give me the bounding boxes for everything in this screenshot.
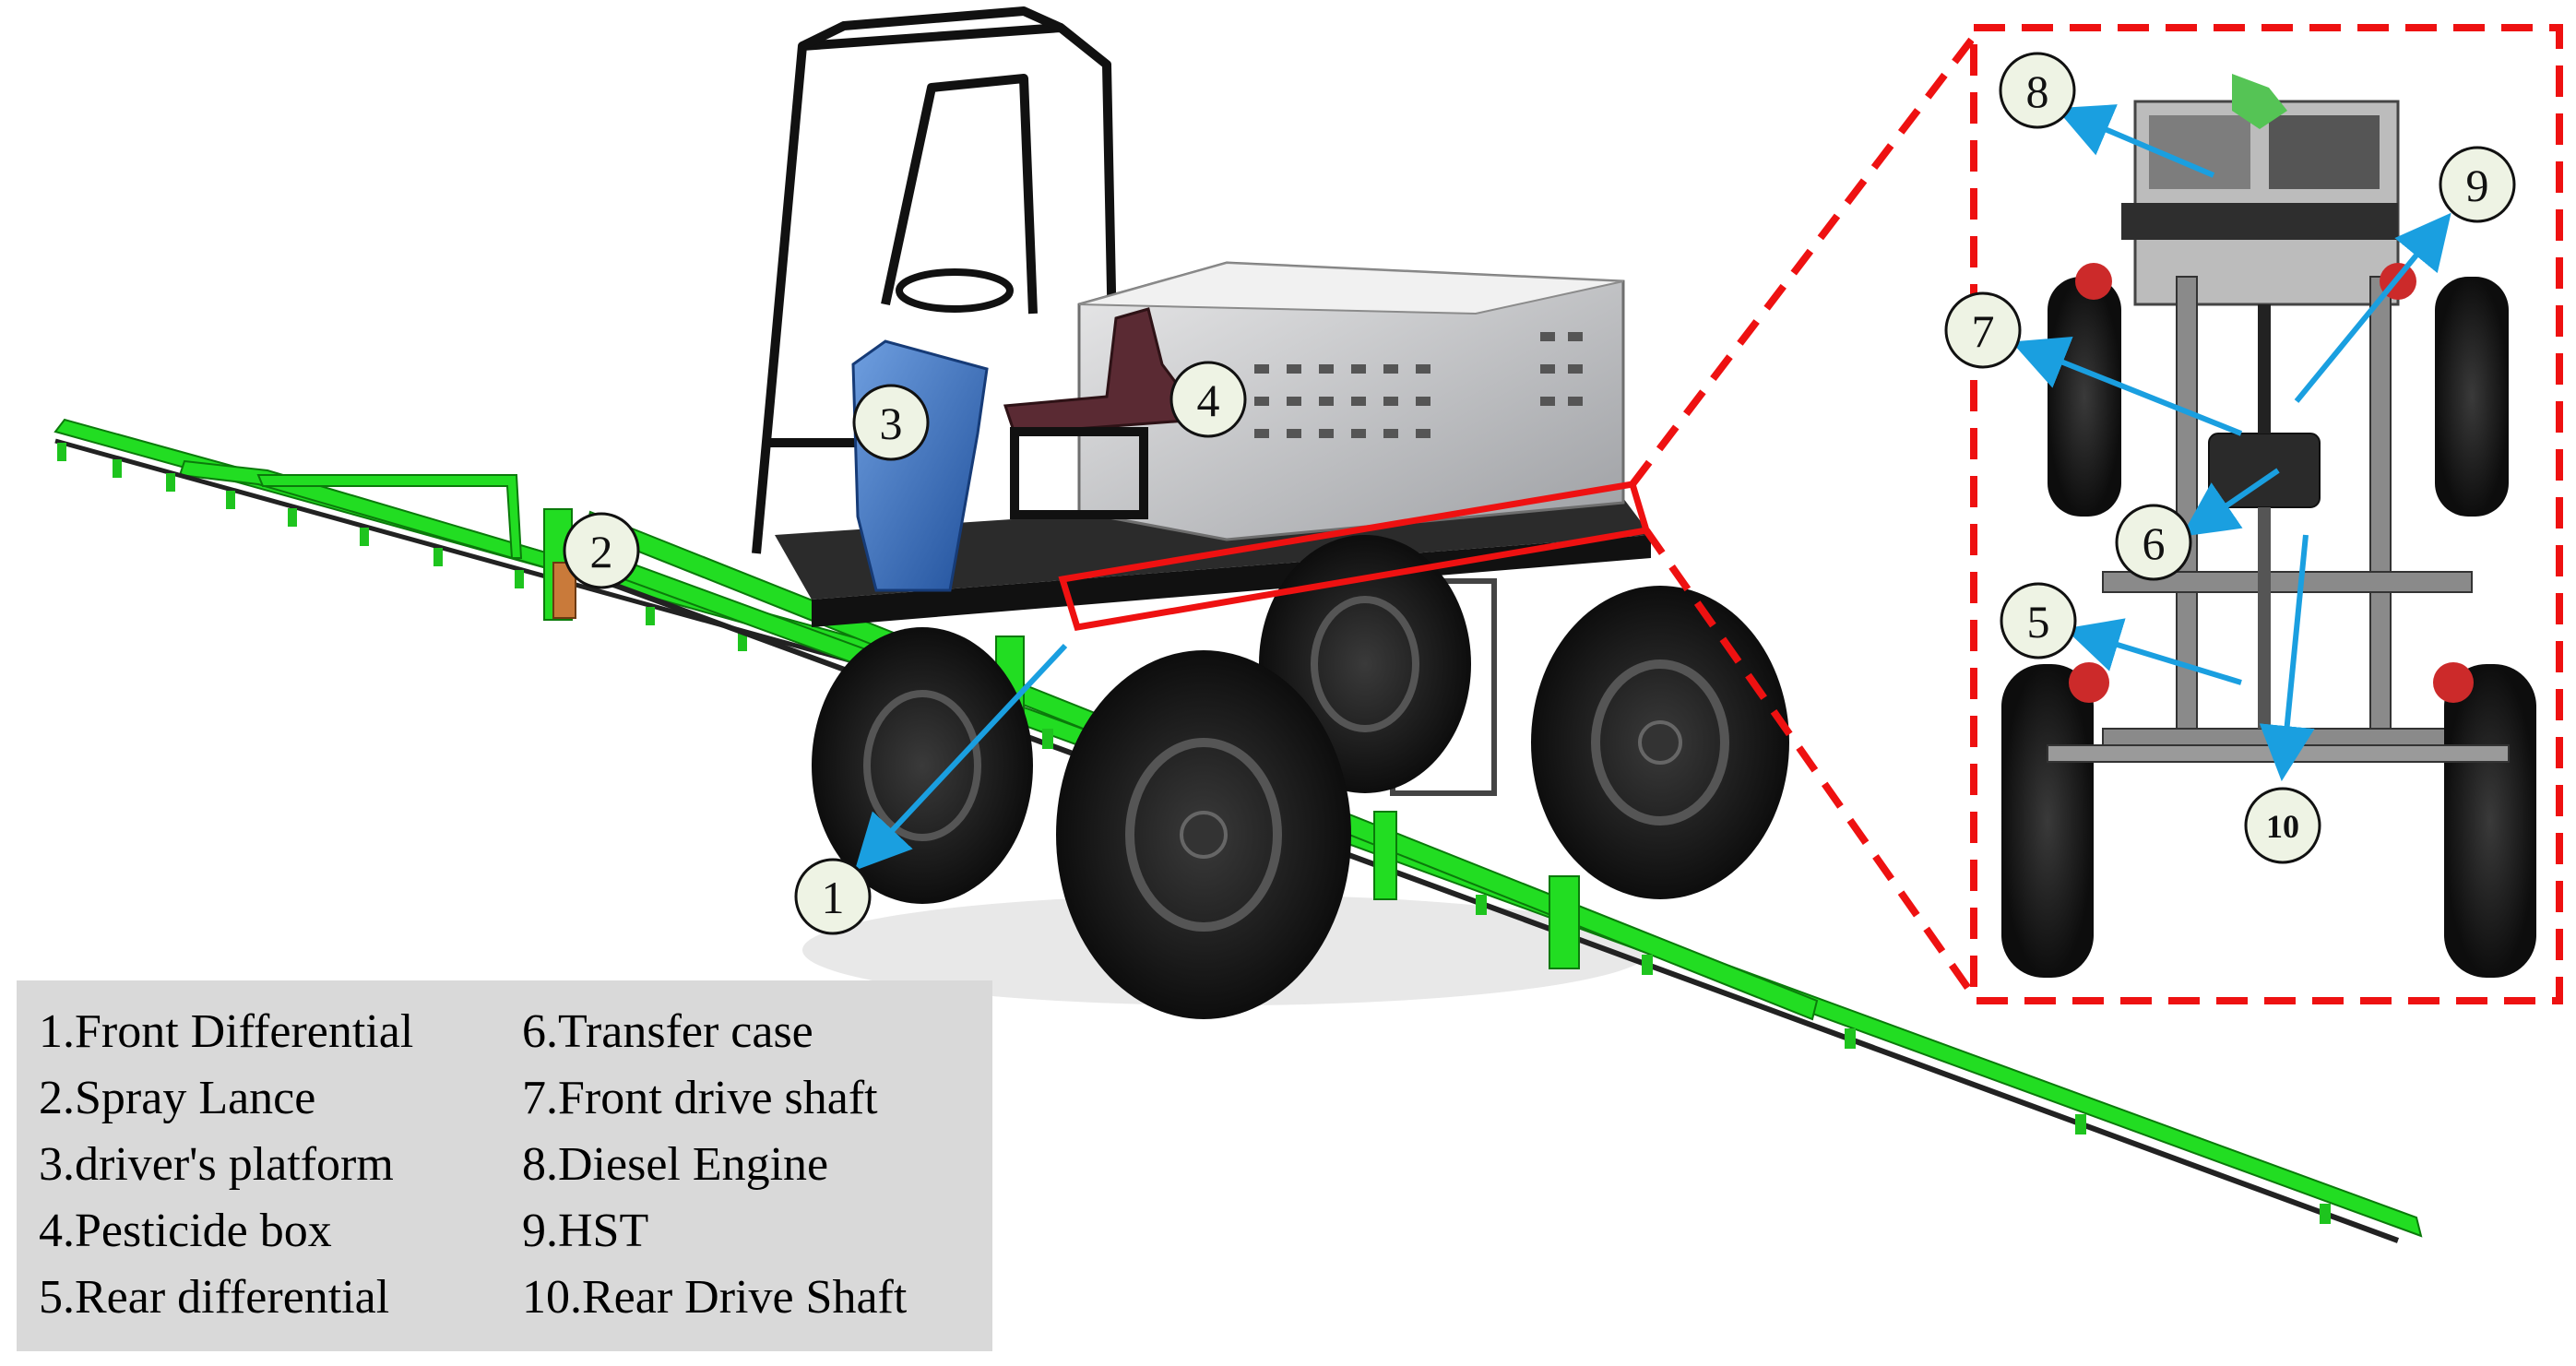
svg-text:2: 2	[590, 526, 613, 577]
callout-4: 4	[1169, 361, 1247, 438]
arrow-5	[2064, 618, 2242, 685]
legend-box: 1.Front Differential 2.Spray Lance 3.dri…	[17, 980, 992, 1351]
callout-3: 3	[852, 384, 930, 461]
arrow-10	[2259, 534, 2315, 781]
inset-wheels	[2001, 263, 2536, 978]
legend-item-rear-drive-shaft: 10.Rear Drive Shaft	[522, 1271, 908, 1324]
svg-text:7: 7	[1972, 305, 1995, 357]
legend-item-rear-differential: 5.Rear differential	[39, 1271, 390, 1324]
legend-item-spray-lance: 2.Spray Lance	[39, 1072, 316, 1124]
inset-engine	[2121, 74, 2400, 306]
front-left-wheel	[1056, 650, 1351, 1019]
callout-8: 8	[1999, 52, 2076, 129]
callout-9: 9	[2439, 146, 2516, 223]
legend-item-front-drive-shaft: 7.Front drive shaft	[522, 1072, 878, 1124]
arrow-7	[2011, 336, 2243, 436]
svg-text:9: 9	[2466, 160, 2489, 211]
callout-5: 5	[2000, 582, 2077, 659]
arrow-6	[2181, 468, 2280, 537]
svg-text:5: 5	[2027, 596, 2050, 647]
legend-item-diesel-engine: 8.Diesel Engine	[522, 1138, 829, 1191]
svg-text:8: 8	[2026, 65, 2049, 117]
arrow-8	[2055, 104, 2215, 178]
inset-transfer-case	[2208, 433, 2321, 508]
svg-text:4: 4	[1197, 374, 1220, 426]
callout-10: 10	[2244, 787, 2321, 864]
legend-column-left: 1.Front Differential 2.Spray Lance 3.dri…	[39, 999, 413, 1331]
legend-item-hst: 9.HST	[522, 1205, 649, 1257]
zoom-lines	[1629, 34, 1977, 999]
legend-item-front-differential: 1.Front Differential	[39, 1005, 414, 1058]
callout-6: 6	[2115, 504, 2192, 581]
callout-2: 2	[563, 512, 640, 589]
callout-circles: 1 2 3 4 5 6 7 8	[563, 52, 2516, 935]
legend-item-drivers-platform: 3.driver's platform	[39, 1138, 394, 1191]
arrow-9	[2294, 212, 2451, 403]
callout-7: 7	[1944, 291, 2022, 369]
arrow-1	[854, 643, 1068, 871]
svg-text:10: 10	[2266, 808, 2299, 845]
legend-item-transfer-case: 6.Transfer case	[522, 1005, 813, 1058]
legend-item-pesticide-box: 4.Pesticide box	[39, 1205, 332, 1257]
legend-column-right: 6.Transfer case 7.Front drive shaft 8.Di…	[522, 999, 907, 1331]
callout-1: 1	[794, 858, 872, 935]
svg-text:1: 1	[822, 872, 845, 923]
callout-arrows	[854, 104, 2451, 871]
front-right-wheel	[1531, 586, 1789, 899]
left-boom-nozzles	[57, 443, 747, 651]
main-sprayer	[53, 6, 2423, 1243]
steering-wheel	[896, 268, 1014, 313]
svg-text:6: 6	[2143, 517, 2166, 569]
svg-text:3: 3	[880, 398, 903, 449]
